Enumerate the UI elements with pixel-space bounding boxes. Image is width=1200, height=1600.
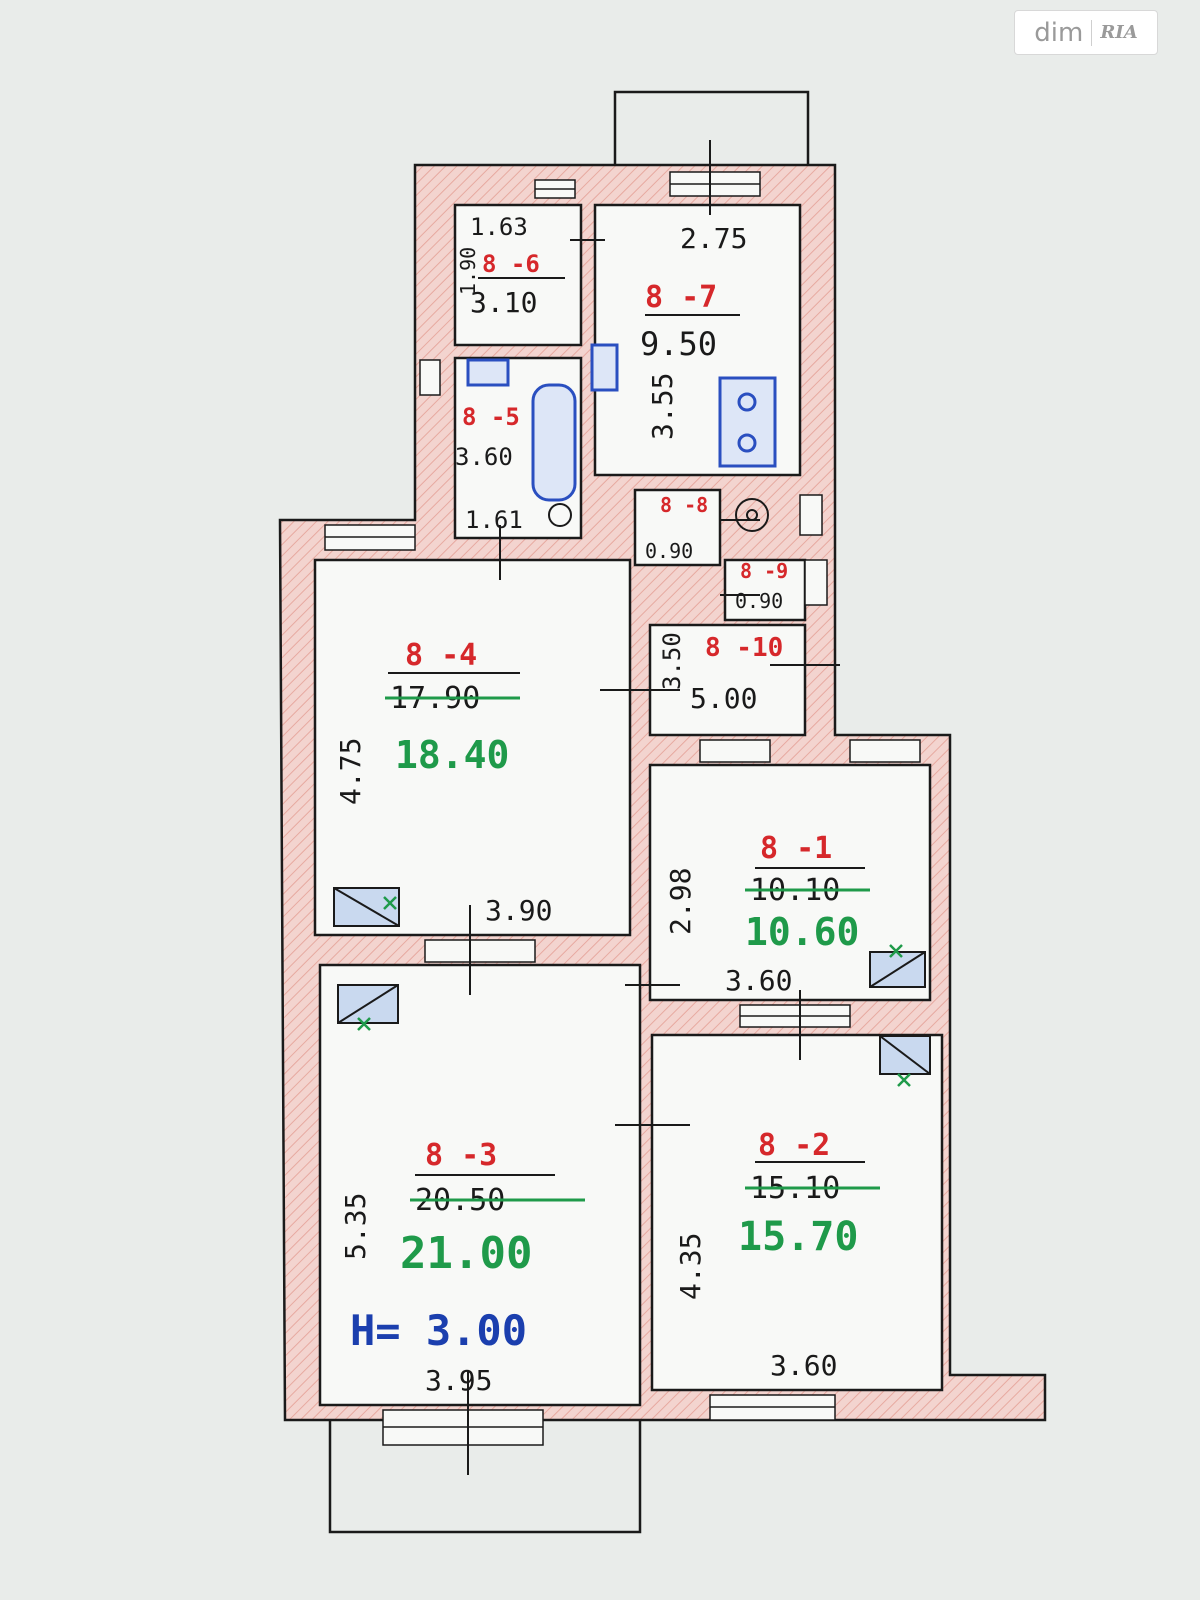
watermark-brand: dim [1034,17,1084,48]
dimension-label: 2.75 [680,222,747,255]
window [419,359,441,396]
window [699,739,771,763]
sink-icon [466,358,510,387]
stove-icon [718,376,777,468]
bathtub-icon [531,383,577,502]
room-2 [650,1033,944,1392]
room-area: 0.90 [645,539,693,563]
room-area: 3.60 [455,443,513,471]
dim-ria-watermark: dim RIA [1014,10,1158,55]
balcony-bottom [328,1420,642,1534]
dimension-label: 1.61 [465,506,523,534]
room-8 [633,488,722,567]
room-code: 8 -6 [482,250,540,278]
room-6 [453,203,583,347]
room-area: 5.00 [690,682,757,715]
dimension-label: 2.98 [664,868,697,935]
ceiling-height: H= 3.00 [350,1306,527,1355]
watermark-ria-logo: RIA [1100,22,1138,43]
dimension-label: 3.60 [725,964,792,997]
room-code: 8 -3 [425,1138,497,1173]
room-code: 8 -10 [705,633,783,663]
dimension-label: 1.63 [470,213,528,241]
room-code: 8 -7 [645,280,717,315]
dimension-label: 3.95 [425,1364,492,1397]
x-mark-icon [357,1017,371,1031]
room-4 [313,558,632,937]
new-area: 21.00 [400,1228,532,1279]
balcony-top [613,90,810,165]
drain-icon [548,503,572,527]
dimension-label: 4.35 [674,1233,707,1300]
new-area: 15.70 [738,1214,858,1260]
new-area: 10.60 [745,910,859,954]
room-code: 8 -2 [758,1128,830,1163]
watermark-divider [1091,19,1093,46]
room-code: 8 -8 [660,493,708,517]
room-3 [318,963,642,1407]
dimension-label: 5.35 [339,1193,372,1260]
dimension-label: 3.55 [646,373,679,440]
room-10 [648,623,807,737]
room-code: 8 -5 [462,403,520,431]
room-code: 8 -4 [405,638,477,673]
room-area: 9.50 [640,325,717,363]
x-mark-icon [889,944,903,958]
dimension-label: 1.90 [456,247,480,295]
x-mark-icon [383,896,397,910]
dimension-label: 3.50 [658,632,686,690]
x-mark-icon [897,1073,911,1087]
new-area: 18.40 [395,733,509,777]
dimension-label: 3.90 [485,894,552,927]
kitchen-sink-icon [590,343,619,392]
window [424,939,536,963]
dimension-label: 4.75 [334,738,367,805]
room-area: 0.90 [735,589,783,613]
room-area: 3.10 [470,286,537,319]
dimension-label: 3.60 [770,1349,837,1382]
window [849,739,921,763]
toilet-icon [735,498,769,532]
room-code: 8 -1 [760,831,832,866]
window [799,494,823,536]
window [804,559,828,606]
room-code: 8 -9 [740,559,788,583]
